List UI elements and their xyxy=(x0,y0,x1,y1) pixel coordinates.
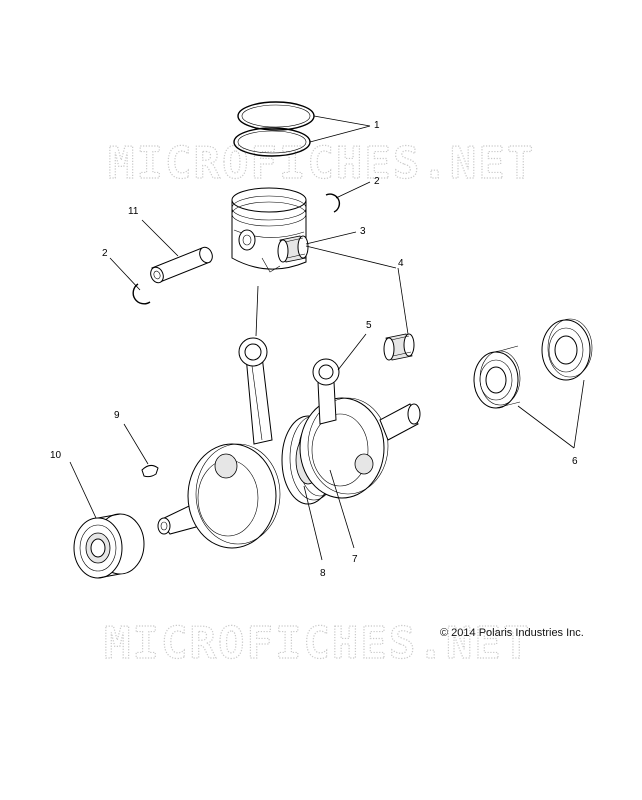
crankshaft-assembly xyxy=(157,397,421,549)
callout-7: 7 xyxy=(352,554,358,565)
callout-10: 10 xyxy=(50,450,62,461)
connecting-rod-front xyxy=(238,337,273,445)
callout-4: 4 xyxy=(398,258,404,269)
needle-bearing-right xyxy=(383,333,415,361)
callout-6: 6 xyxy=(572,456,578,467)
roller-bearing xyxy=(73,513,145,579)
watermark-top: MICROFICHES.NET xyxy=(108,138,535,189)
connecting-rod-rear xyxy=(312,358,340,425)
needle-bearing-left xyxy=(277,235,309,263)
woodruff-key xyxy=(141,464,159,478)
callout-5: 5 xyxy=(366,320,372,331)
main-bearing-front xyxy=(473,345,521,409)
callout-3: 3 xyxy=(360,226,366,237)
callout-8: 8 xyxy=(320,568,326,579)
main-bearing-rear xyxy=(541,318,593,381)
callout-11: 11 xyxy=(128,206,139,217)
callout-2-left: 2 xyxy=(102,248,108,259)
watermark-bottom: MICROFICHES.NET xyxy=(104,618,531,669)
copyright-notice: © 2014 Polaris Industries Inc. xyxy=(440,627,584,639)
piston-pin xyxy=(150,246,213,284)
callout-2-right: 2 xyxy=(374,176,380,187)
callout-9: 9 xyxy=(114,410,120,421)
circlip-left xyxy=(132,283,151,305)
callout-1: 1 xyxy=(374,120,380,131)
circlip-right xyxy=(325,193,341,213)
leader-lines xyxy=(69,115,585,561)
